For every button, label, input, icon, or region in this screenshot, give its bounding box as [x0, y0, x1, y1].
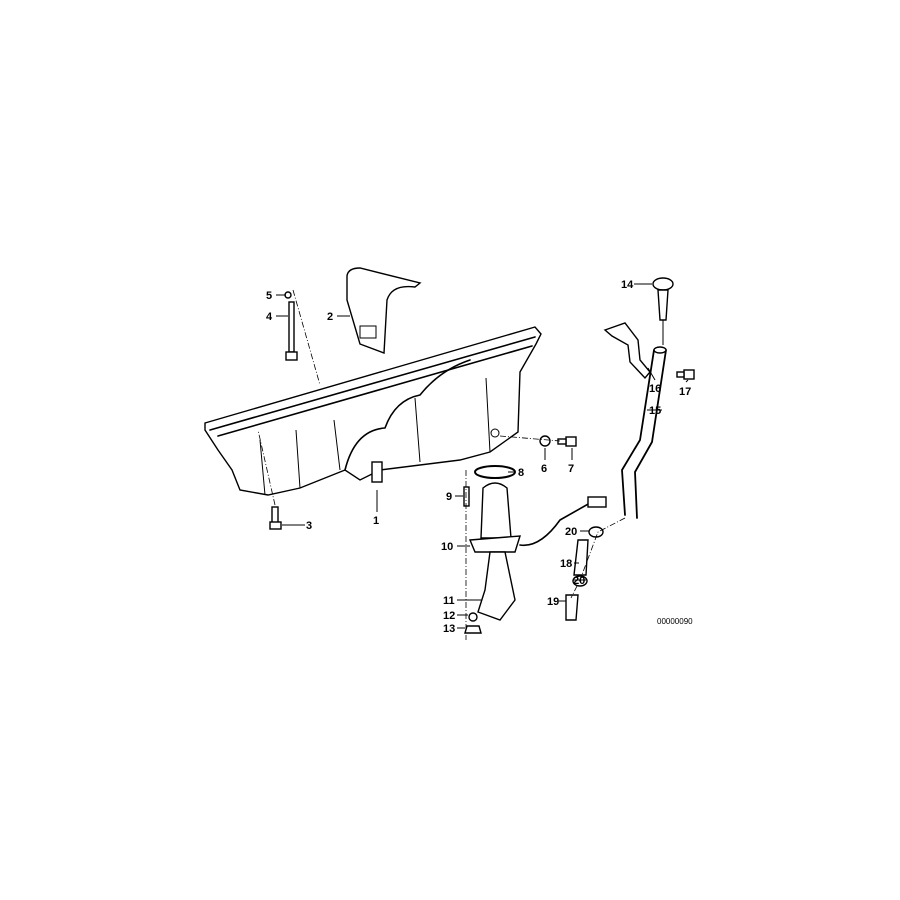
callout-17: 17: [679, 386, 691, 398]
callout-20a: 20: [565, 526, 577, 538]
nut-13: [464, 625, 482, 634]
callout-19: 19: [547, 596, 559, 608]
clamp: [588, 526, 604, 538]
hose: [573, 539, 589, 576]
callout-8: 8: [518, 467, 524, 479]
callout-13: 13: [443, 623, 455, 635]
dipstick: [652, 277, 674, 345]
callout-20b: 20: [573, 575, 585, 587]
bracket: [603, 322, 651, 380]
dipstick-guide-tube: [621, 346, 667, 519]
callout-2: 2: [327, 311, 333, 323]
callout-7: 7: [568, 463, 574, 475]
callout-9: 9: [446, 491, 452, 503]
washer: [539, 435, 551, 447]
drawing-id: 00000090: [657, 617, 693, 626]
drain-bolt: [257, 429, 282, 530]
long-bolt: [284, 289, 321, 386]
callout-5: 5: [266, 290, 272, 302]
bracket-bolt: [676, 369, 695, 380]
washer-12: [468, 612, 478, 622]
callout-15: 15: [649, 405, 661, 417]
oil-pickup: [468, 482, 607, 621]
callout-18: 18: [560, 558, 572, 570]
callout-11: 11: [443, 595, 455, 607]
callout-6: 6: [541, 463, 547, 475]
callout-3: 3: [306, 520, 312, 532]
callout-14: 14: [621, 279, 634, 291]
oil-pan: [204, 326, 542, 496]
callout-12: 12: [443, 610, 455, 622]
tube-19: [565, 594, 579, 621]
callout-16: 16: [649, 383, 661, 395]
stud: [463, 486, 470, 507]
oil-baffle: [346, 267, 422, 354]
callout-1: 1: [373, 515, 379, 527]
plug-bolt: [557, 436, 577, 447]
callout-10: 10: [441, 541, 453, 553]
clamp: [572, 575, 588, 587]
callout-4: 4: [266, 311, 273, 323]
